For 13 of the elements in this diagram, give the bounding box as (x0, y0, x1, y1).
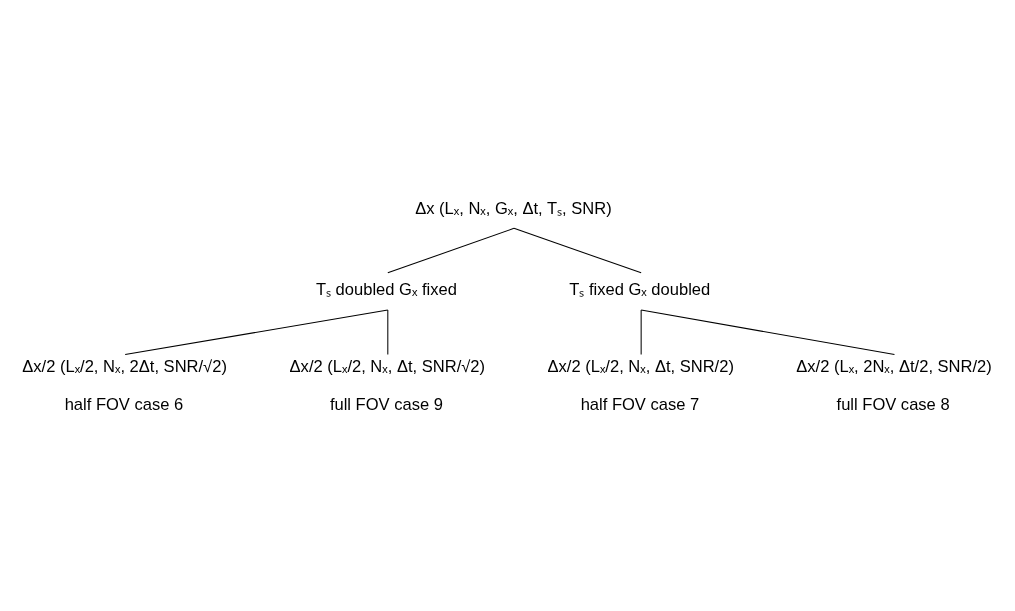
connector (513, 227, 642, 274)
connector (640, 309, 895, 356)
connector (387, 309, 389, 356)
node-text: Δx (Lₓ, Nₓ, Gₓ, Δt, Tₛ, SNR) (415, 198, 612, 218)
connector (124, 309, 389, 356)
node-text: Δx/2 (Lₓ/2, Nₓ, Δt, SNR/√2) full FOV case 9 (289, 356, 485, 415)
node-text: Δx/2 (Lₓ, 2Nₓ, Δt/2, SNR/2) full FOV case 8 (796, 356, 992, 415)
connector (640, 309, 642, 356)
node-text: Δx/2 (Lₓ/2, Nₓ, 2Δt, SNR/√2) half FOV case 6 (22, 356, 227, 415)
node-text: Tₛ fixed Gₓ doubled (569, 280, 711, 300)
connector (387, 227, 515, 274)
node-text: Tₛ doubled Gₓ fixed (315, 280, 457, 300)
node-text: Δx/2 (Lₓ/2, Nₓ, Δt, SNR/2) half FOV case 7 (547, 356, 734, 415)
